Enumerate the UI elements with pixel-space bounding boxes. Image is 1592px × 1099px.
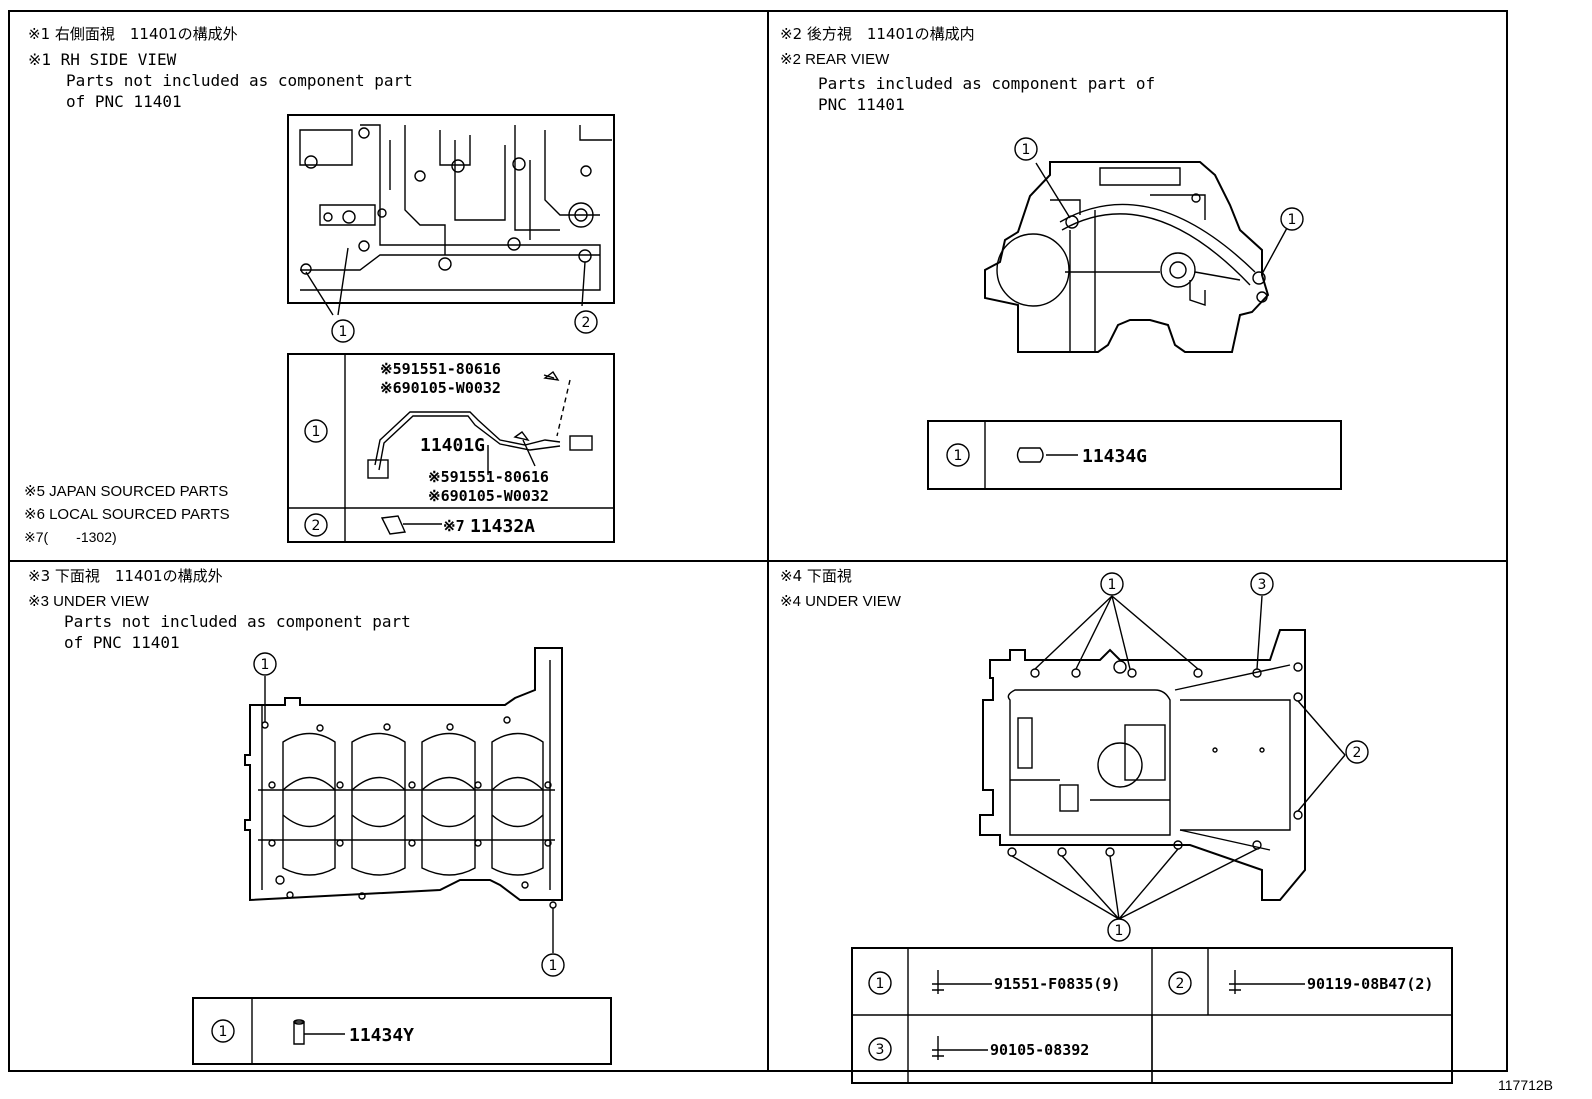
q1-part-90105-W0032-bottom: ※690105-W0032 (428, 487, 549, 505)
q1-description-line1: Parts not included as component part (66, 71, 413, 90)
q2-en-title: ※2 REAR VIEW (780, 51, 890, 68)
q3-callouts: 1 1 1 11434Y (211, 652, 565, 1046)
q1-part-11401G: 11401G (420, 435, 485, 456)
q1-callout-1 (331, 319, 355, 343)
q1-part-91551-80616-top: ※591551-80616 (380, 360, 501, 378)
q3-callout-1b (541, 953, 565, 977)
q1-table-row2-label: 2 (312, 518, 321, 534)
diagram-frame (8, 10, 1508, 1072)
q1-bolt-holes (300, 127, 594, 275)
q1-jp-title: ※1 右側面視 11401の構成外 (28, 25, 238, 43)
q1-parts-table (287, 353, 615, 543)
q4-callout-3 (1250, 572, 1274, 596)
q1-engine-side-view (287, 114, 615, 304)
q4-table-r3-label: 3 (876, 1042, 885, 1058)
q3-main-bearing-caps (282, 732, 544, 876)
q2-table-row1-label: 1 (954, 448, 963, 464)
q4-jp-title: ※4 下面視 (780, 567, 852, 585)
q1-note-japan-sourced: ※5 JAPAN SOURCED PARTS (24, 483, 229, 500)
q3-callout-1a-label: 1 (261, 657, 270, 673)
q4-callout-1-top (1100, 572, 1124, 596)
q1-part-91551-80616-bottom: ※591551-80616 (428, 468, 549, 486)
q1-table-part-numbers: ※591551-80616 ※690105-W0032 11401G ※5915… (380, 360, 549, 537)
q1-part-11432A-prefix: ※7 (443, 517, 465, 535)
q1-description-line2: of PNC 11401 (66, 92, 182, 111)
q1-part-11432A: 11432A (470, 516, 535, 537)
q3-engine-under-view (244, 647, 563, 902)
q3-description-line2: of PNC 11401 (64, 633, 180, 652)
q1-en-title: ※1 RH SIDE VIEW (28, 50, 177, 69)
q2-callout-1b (1280, 207, 1304, 231)
q2-callout-1a-label: 1 (1022, 142, 1031, 158)
q3-part-11434Y: 11434Y (349, 1025, 414, 1046)
q1-table-row1-label: 1 (312, 424, 321, 440)
q1-table-row1-label-circle (304, 419, 328, 443)
q2-jp-title: ※2 後方視 11401の構成内 (780, 25, 975, 43)
q4-table-r2-label: 2 (1176, 976, 1185, 992)
figure-id: 117712B (1498, 1077, 1554, 1093)
q2-callout-1a (1014, 137, 1038, 161)
q1-callout-1-label: 1 (339, 324, 348, 340)
q4-callout-2 (1345, 740, 1369, 764)
q4-leader-lines (1011, 595, 1346, 920)
q4-callout-3-label: 3 (1258, 577, 1267, 593)
q4-parts-table (851, 947, 1453, 1084)
q1-callouts: 1 2 1 2 (304, 310, 598, 537)
q2-table-row1-label-circle (946, 443, 970, 467)
q2-part-11434G: 11434G (1082, 446, 1147, 467)
q2-callout-1b-label: 1 (1288, 212, 1297, 228)
q3-jp-title: ※3 下面視 11401の構成外 (28, 567, 223, 585)
q3-table-row1-label-circle (211, 1019, 235, 1043)
q4-callout-2-label: 2 (1353, 745, 1362, 761)
quadrant-divider-vertical (767, 10, 769, 1072)
q1-leader-lines (305, 247, 586, 316)
q1-callout-2 (574, 310, 598, 334)
q4-part-90119-08B47: 90119-08B47(2) (1307, 975, 1433, 993)
q1-note-range: ※7( -1302) (24, 529, 117, 545)
q2-callouts: 1 1 1 11434G (946, 137, 1304, 467)
q3-description-line1: Parts not included as component part (64, 612, 411, 631)
q4-en-title: ※4 UNDER VIEW (780, 593, 901, 610)
q4-callout-1-bottom-label: 1 (1115, 923, 1124, 939)
q3-table-row1-label: 1 (219, 1024, 228, 1040)
q2-engine-rear-view (984, 161, 1270, 353)
q3-en-title: ※3 UNDER VIEW (28, 593, 149, 610)
q4-part-90105-08392: 90105-08392 (990, 1041, 1089, 1059)
q4-table-r1-label: 1 (876, 976, 885, 992)
q3-leader-lines (264, 676, 554, 953)
q4-callouts: 1 3 2 1 1 2 3 91551-F0835(9) 90119-08B47… (868, 572, 1433, 1061)
q4-callout-1-bottom (1107, 918, 1131, 942)
q1-note-local-sourced: ※6 LOCAL SOURCED PARTS (24, 506, 230, 523)
q3-parts-table (192, 997, 612, 1065)
q4-part-91551-F0835: 91551-F0835(9) (994, 975, 1120, 993)
quadrant-divider-horizontal (8, 560, 1508, 562)
q2-description-line2: PNC 11401 (818, 95, 905, 114)
q4-callout-1-top-label: 1 (1108, 577, 1117, 593)
q2-parts-table (927, 420, 1342, 490)
q4-engine-under-view (979, 629, 1306, 901)
q2-description-line1: Parts included as component part of (818, 74, 1156, 93)
q4-table-r1-label-circle (868, 971, 892, 995)
q2-leader-lines (1035, 162, 1288, 275)
q1-part-90105-W0032-top: ※690105-W0032 (380, 379, 501, 397)
q3-callout-1a (253, 652, 277, 676)
q1-table-row2-label-circle (304, 513, 328, 537)
q1-callout-2-label: 2 (582, 315, 591, 331)
q3-bolt-holes (261, 716, 557, 909)
q4-table-r2-label-circle (1168, 971, 1192, 995)
q3-callout-1b-label: 1 (549, 958, 558, 974)
q4-table-r3-label-circle (868, 1037, 892, 1061)
